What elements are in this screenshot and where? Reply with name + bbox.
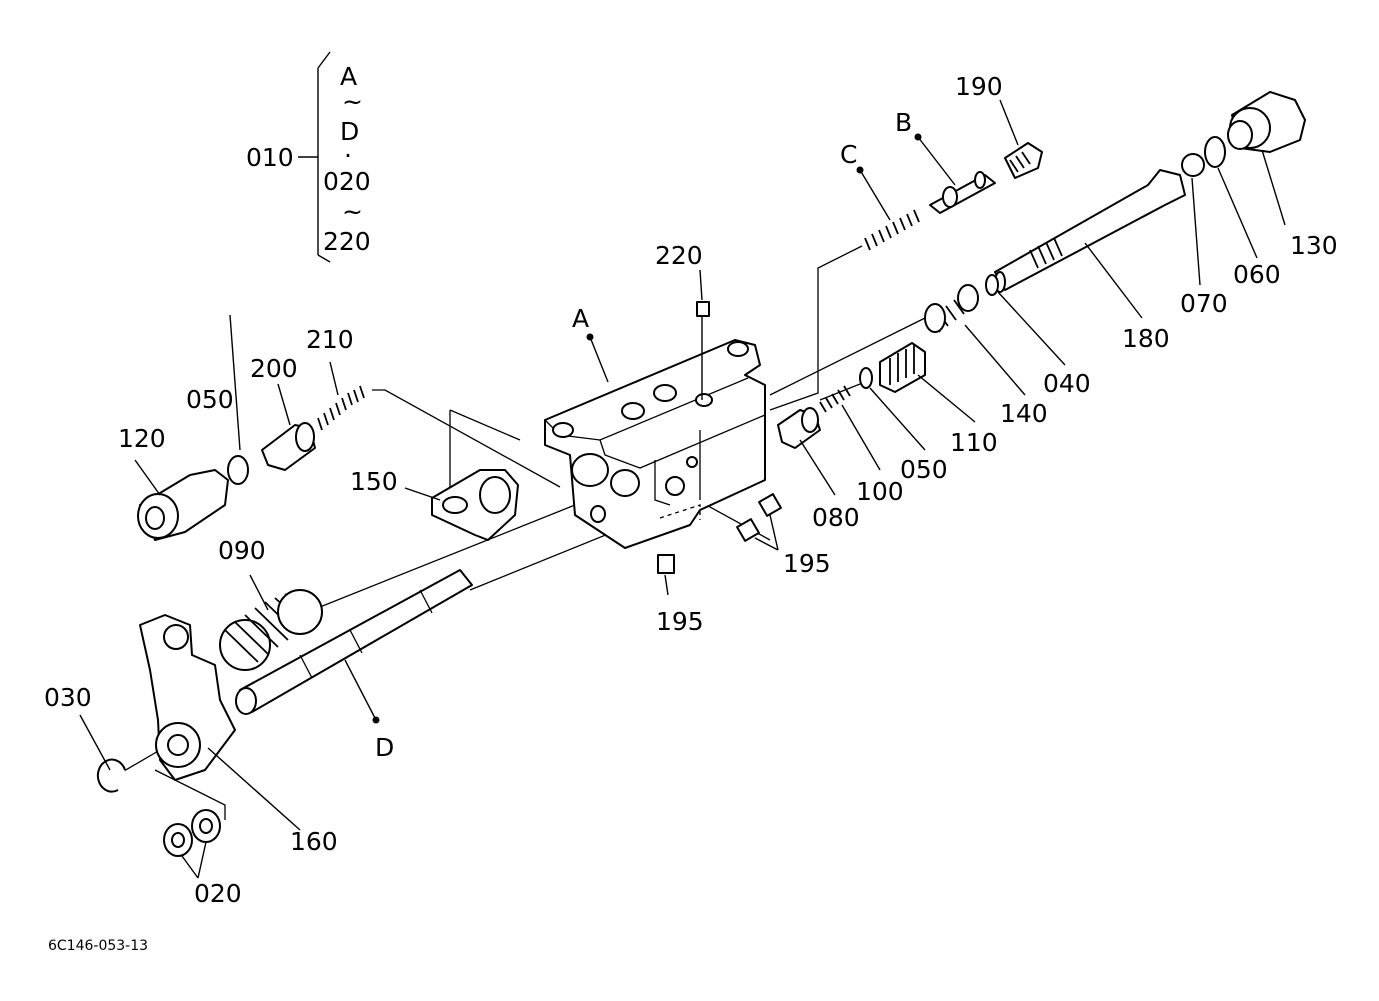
o-ring-040 <box>985 274 999 296</box>
leader-lines <box>79 99 1286 879</box>
bracket-150 <box>431 469 519 541</box>
range-tilde-1: ~ <box>342 87 363 116</box>
spring-100 <box>819 385 851 413</box>
label-190: 190 <box>955 72 1003 101</box>
plug-130 <box>1227 91 1306 153</box>
label-120: 120 <box>118 424 166 453</box>
piston-200 <box>261 422 316 471</box>
letter-A: A <box>572 304 589 333</box>
label-195-right: 195 <box>783 549 831 578</box>
range-tilde-2: ~ <box>342 197 363 226</box>
o-ring-050-right <box>859 367 873 389</box>
letter-C: C <box>840 140 857 169</box>
label-160: 160 <box>290 827 338 856</box>
label-110: 110 <box>950 428 998 457</box>
label-195-bottom: 195 <box>656 607 704 636</box>
part-110 <box>879 342 926 393</box>
label-070: 070 <box>1180 289 1228 318</box>
plug-220 <box>696 301 710 317</box>
snap-ring-030 <box>96 758 126 793</box>
plug-120 <box>137 469 229 541</box>
spring-C <box>864 209 920 251</box>
pin-B <box>929 171 996 214</box>
plug-195-b <box>736 518 760 542</box>
drawing-code: 6C146-053-13 <box>48 938 148 954</box>
label-060: 060 <box>1233 260 1281 289</box>
label-020: 020 <box>194 879 242 908</box>
shaft-D <box>235 569 473 715</box>
label-040: 040 <box>1043 369 1091 398</box>
label-210: 210 <box>306 325 354 354</box>
range-separator: · <box>344 141 352 170</box>
label-050-left: 050 <box>186 385 234 414</box>
range-end-number: 220 <box>323 227 371 256</box>
label-130: 130 <box>1290 231 1338 260</box>
label-100: 100 <box>856 477 904 506</box>
spool-180 <box>994 169 1186 293</box>
piston-080 <box>777 407 821 449</box>
o-ring-050-left <box>227 455 249 485</box>
range-end-letter: D <box>340 117 359 146</box>
o-ring-060 <box>1204 136 1226 168</box>
arm-160 <box>139 614 236 781</box>
plug-195-c <box>657 554 675 574</box>
label-090: 090 <box>218 536 266 565</box>
ball-070 <box>1181 153 1205 177</box>
label-220: 220 <box>655 241 703 270</box>
valve-190 <box>1004 142 1043 179</box>
plug-195-a <box>758 493 782 517</box>
range-start-letter: A <box>340 62 357 91</box>
assembly-legend: 010 A ~ D · 020 ~ 220 <box>246 51 371 263</box>
letter-D: D <box>375 733 394 762</box>
label-180: 180 <box>1122 324 1170 353</box>
label-150: 150 <box>350 467 398 496</box>
reference-dots <box>372 133 922 724</box>
spring-140 <box>924 284 979 333</box>
spring-210 <box>317 385 365 431</box>
label-140: 140 <box>1000 399 1048 428</box>
label-080: 080 <box>812 503 860 532</box>
nuts-020 <box>163 809 221 857</box>
letter-B: B <box>895 108 912 137</box>
valve-body-A <box>544 339 766 549</box>
spring-090 <box>219 589 323 671</box>
range-start-number: 020 <box>323 167 371 196</box>
assembly-label: 010 <box>246 143 294 172</box>
label-200: 200 <box>250 354 298 383</box>
label-050-right: 050 <box>900 455 948 484</box>
label-030: 030 <box>44 683 92 712</box>
